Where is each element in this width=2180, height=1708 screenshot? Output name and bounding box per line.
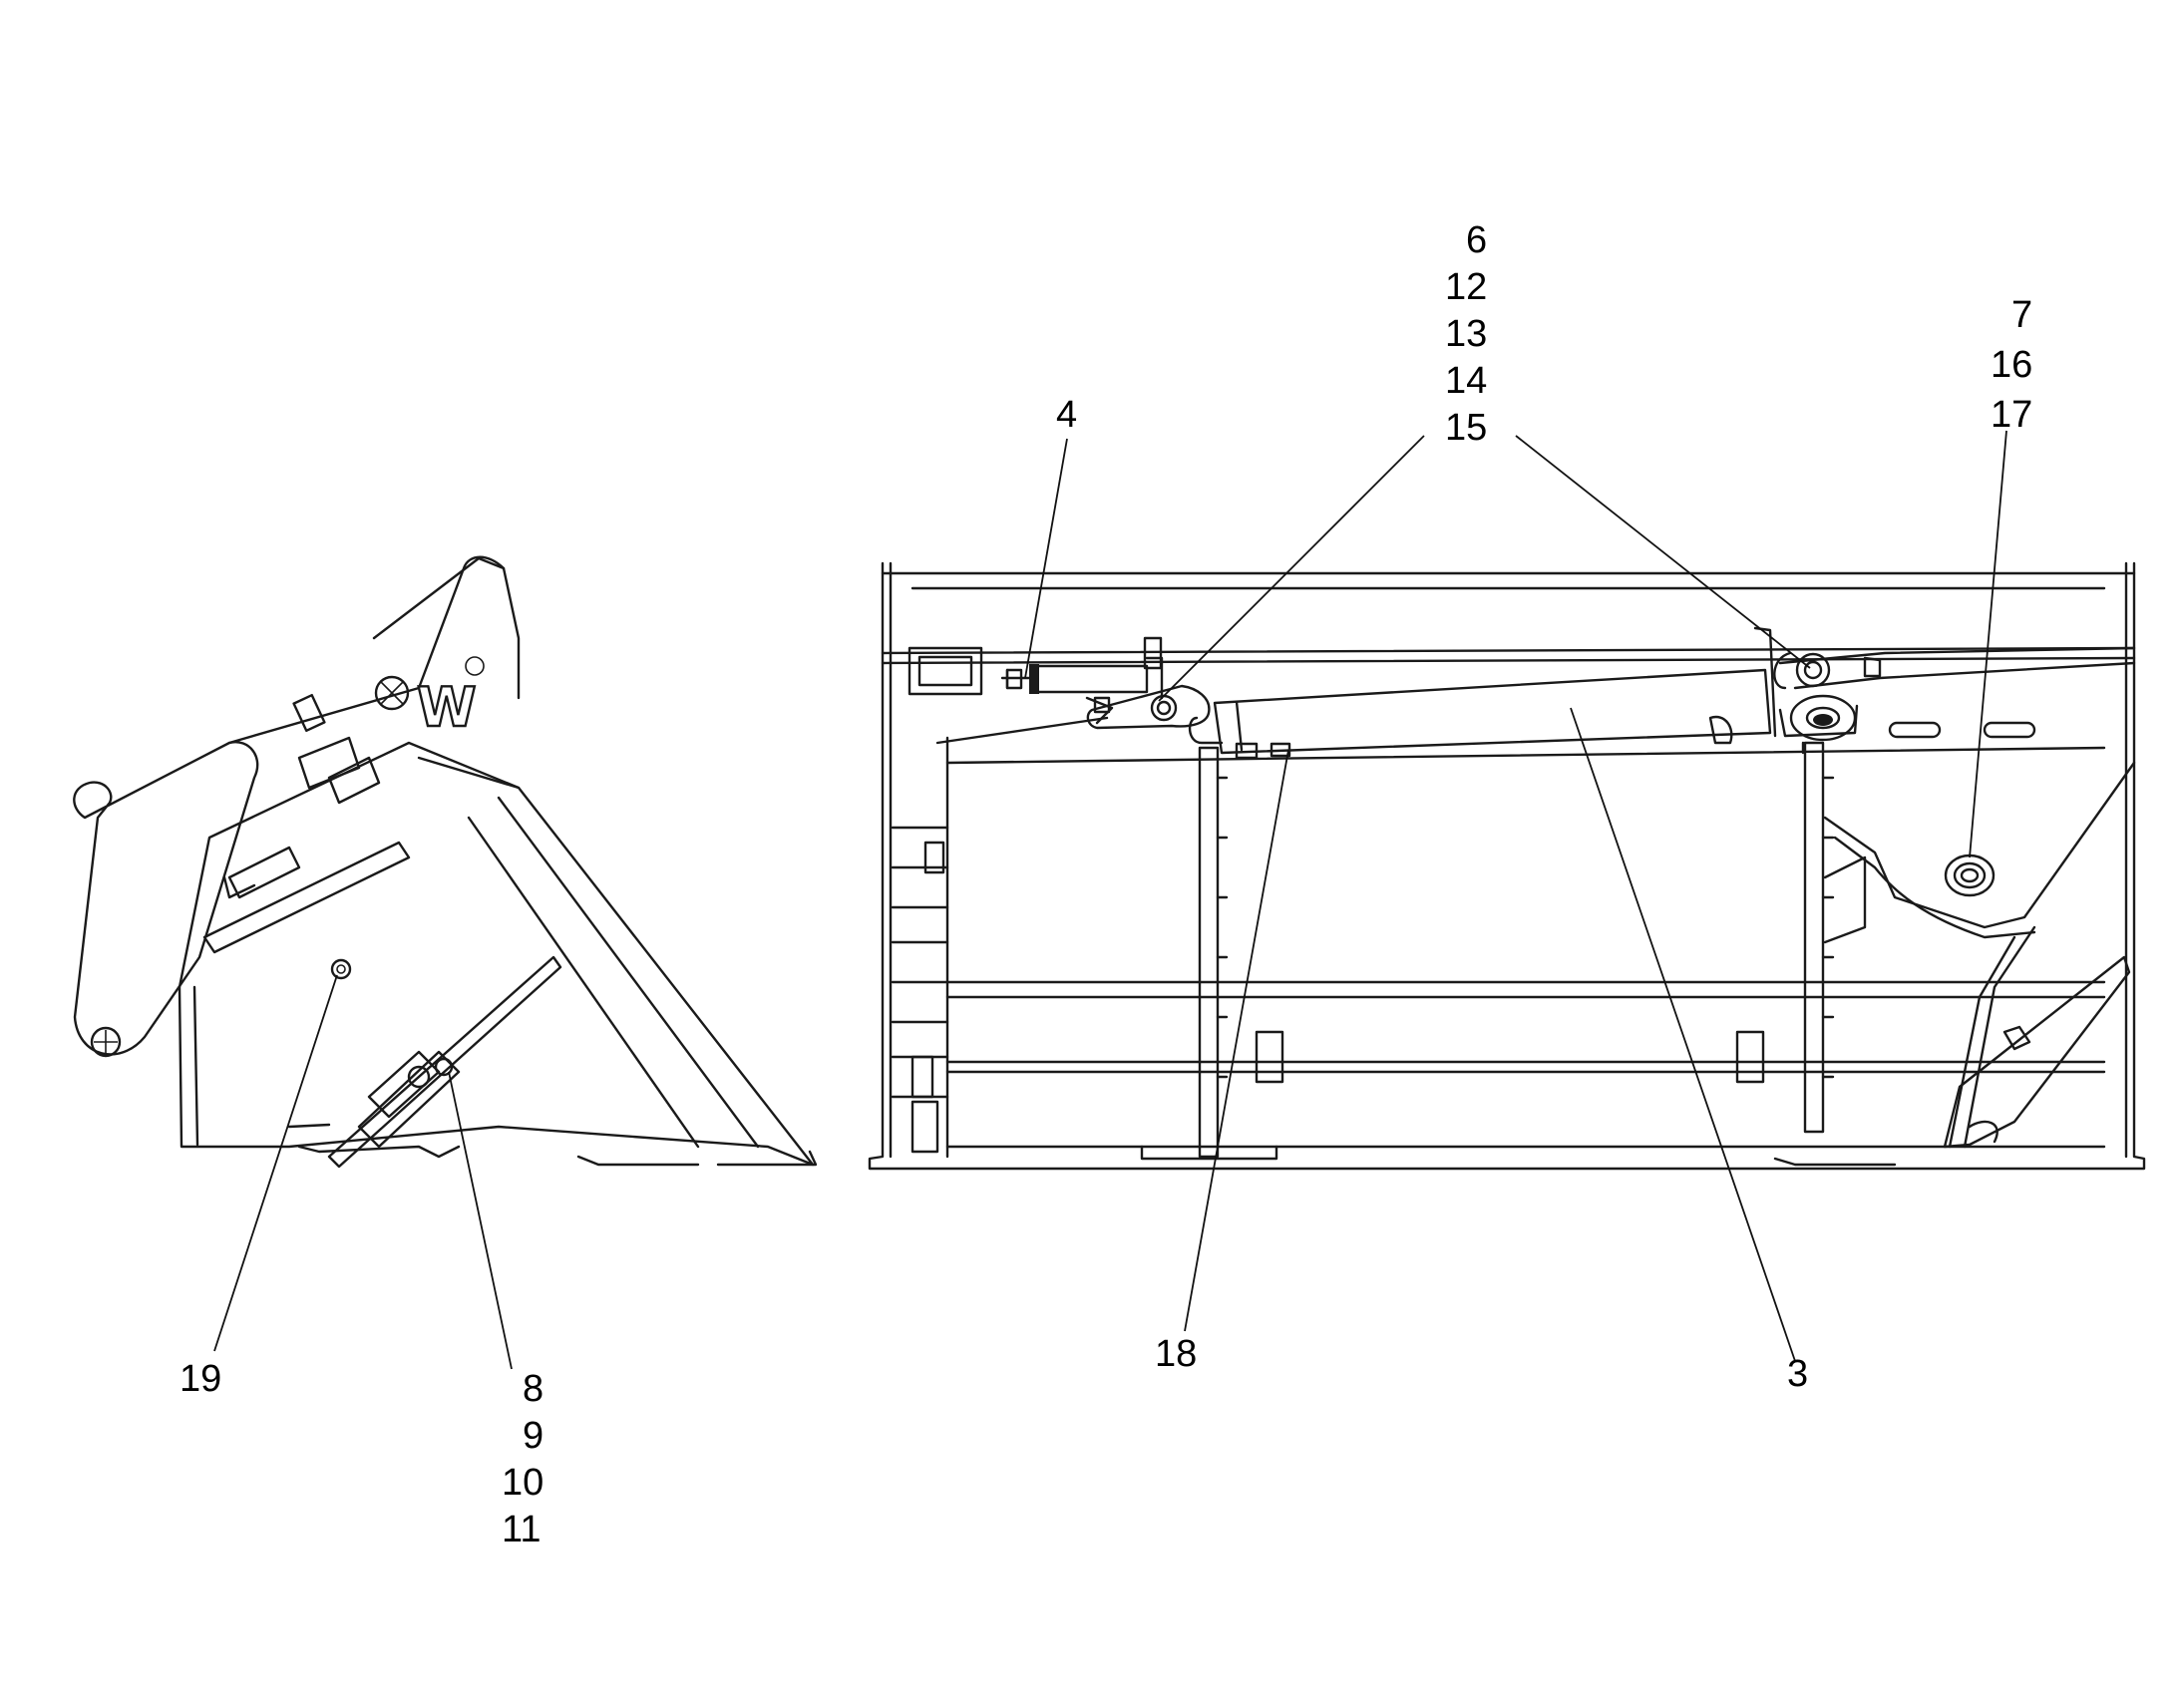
pivot-bar: [327, 955, 562, 1169]
side-bracket: [1823, 761, 2136, 1149]
callout-18: 18: [1155, 1333, 1197, 1375]
callout-16: 16: [1991, 344, 2032, 386]
bucket-shell: [178, 741, 815, 1167]
bucket-side-view: W: [73, 555, 818, 1169]
bucket-rear-view: [868, 561, 2146, 1171]
callout-19: 19: [180, 1358, 221, 1400]
callout-10: 10: [502, 1462, 544, 1504]
right-rib: [1803, 741, 1825, 1134]
leader-lines: [213, 430, 2007, 1370]
left-rib: [1198, 746, 1220, 1159]
callout-11: 11: [502, 1509, 541, 1550]
callout-4: 4: [1056, 394, 1077, 436]
callout-17: 17: [1991, 394, 2032, 436]
small-cylinder: [1000, 656, 1164, 700]
callout-14: 14: [1445, 360, 1487, 402]
bucket-outline: [868, 561, 2146, 1171]
callout-3: 3: [1787, 1353, 1808, 1395]
left-ladder: [891, 826, 949, 1154]
callout-6: 6: [1466, 219, 1487, 261]
callout-7: 7: [2011, 294, 2032, 336]
right-pivot: [1773, 646, 2136, 755]
hydraulic-cylinder: [1188, 626, 1777, 760]
callout-9: 9: [523, 1415, 544, 1457]
corner-gusset: [1943, 955, 2131, 1149]
callout-13: 13: [1445, 313, 1487, 355]
callout-labels: 4 6 12 13 14 15 7 16 17 18 3 19 8 9 10 1…: [180, 219, 2032, 1550]
mounting-bracket: [73, 741, 259, 1056]
callout-8: 8: [523, 1368, 544, 1410]
callout-15: 15: [1445, 407, 1487, 449]
logo-mark: W: [417, 676, 477, 739]
callout-12: 12: [1445, 266, 1487, 308]
control-box: [908, 646, 983, 696]
